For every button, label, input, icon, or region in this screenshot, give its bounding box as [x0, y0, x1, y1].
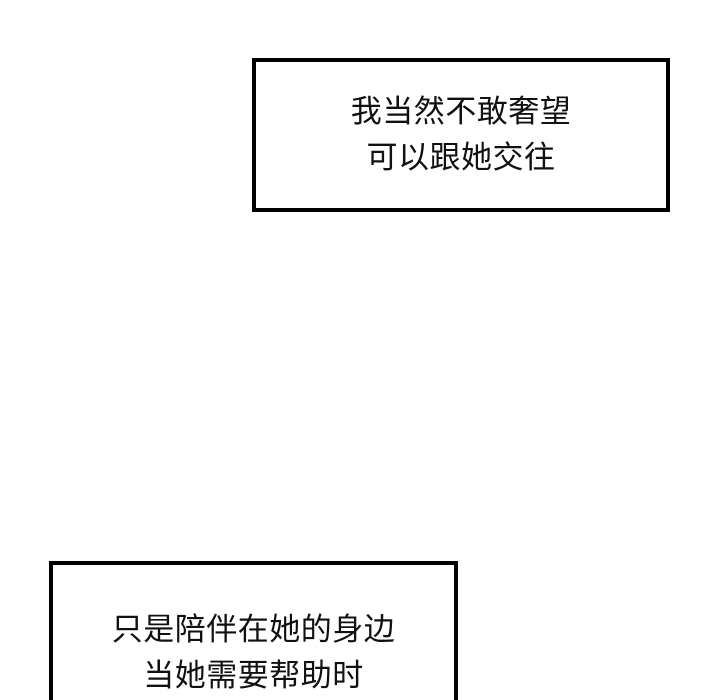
speech-balloon-upper: 我当然不敢奢望 可以跟她交往 — [252, 58, 670, 212]
speech-line: 当她需要帮助时 — [143, 658, 364, 694]
speech-line: 我当然不敢奢望 — [350, 94, 572, 130]
speech-line: 可以跟她交往 — [366, 140, 556, 176]
speech-line: 只是陪伴在她的身边 — [111, 612, 396, 648]
speech-balloon-lower: 只是陪伴在她的身边 当她需要帮助时 — [49, 561, 458, 700]
